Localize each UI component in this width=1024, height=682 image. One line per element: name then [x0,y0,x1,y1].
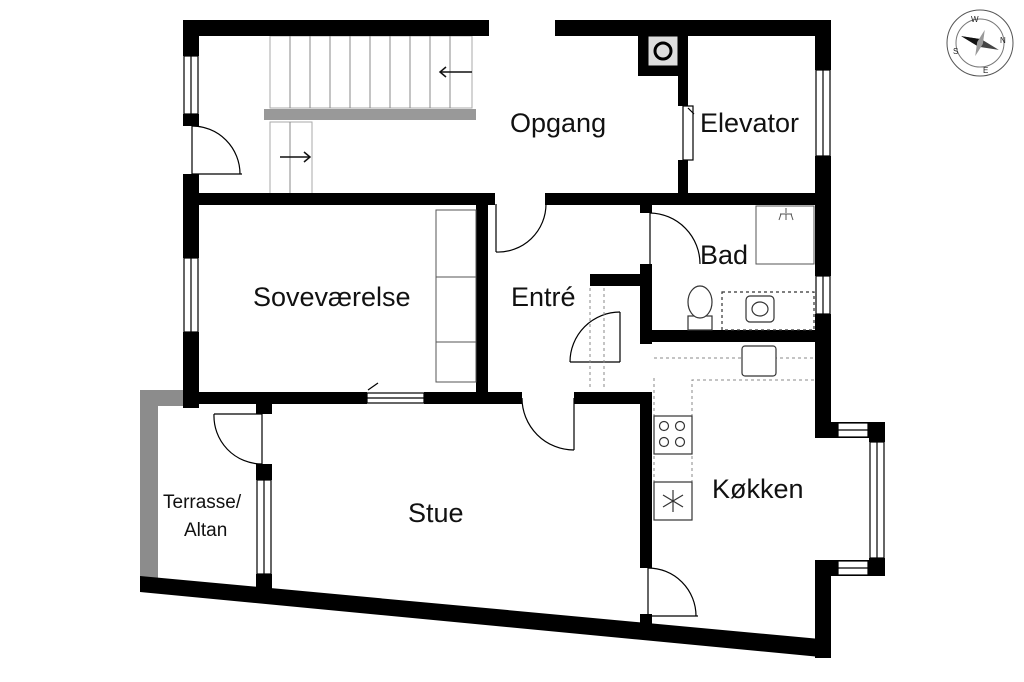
room-label-terrasse: Terrasse/ [163,492,242,513]
fridge-icon [653,481,693,521]
wardrobe [435,209,477,383]
room-label-kokken: Køkken [712,474,804,504]
entre-step-lines [589,288,605,390]
compass-icon: N E S W [946,9,1014,77]
elevator-machine-icon [653,41,673,61]
windows [183,55,885,576]
room-label-stue: Stue [408,498,464,528]
stove-icon [653,415,693,455]
terrace-railing-top [140,390,184,406]
kitchen-sink-icon [741,345,777,377]
room-label-bad: Bad [700,240,748,270]
room-label-entre: Entré [511,282,576,312]
compass-s: S [953,47,958,56]
kitchen-counter [653,357,814,520]
terrace-railing [140,390,158,578]
room-label-sovevaerelse: Soveværelse [253,282,411,312]
compass-w: W [971,15,979,24]
sink-icon [721,291,815,331]
room-label-altan: Altan [184,520,227,541]
walls [140,20,885,658]
doors [191,107,701,617]
compass-n: N [1000,36,1006,45]
stair-landing-rail [264,109,476,120]
room-label-opgang: Opgang [510,108,606,138]
toilet-icon [687,285,713,331]
stair-direction-arrow [280,66,472,163]
shower [755,205,815,265]
room-label-elevator: Elevator [700,108,799,138]
elevator-machine [647,35,679,67]
compass-e: E [983,66,988,75]
